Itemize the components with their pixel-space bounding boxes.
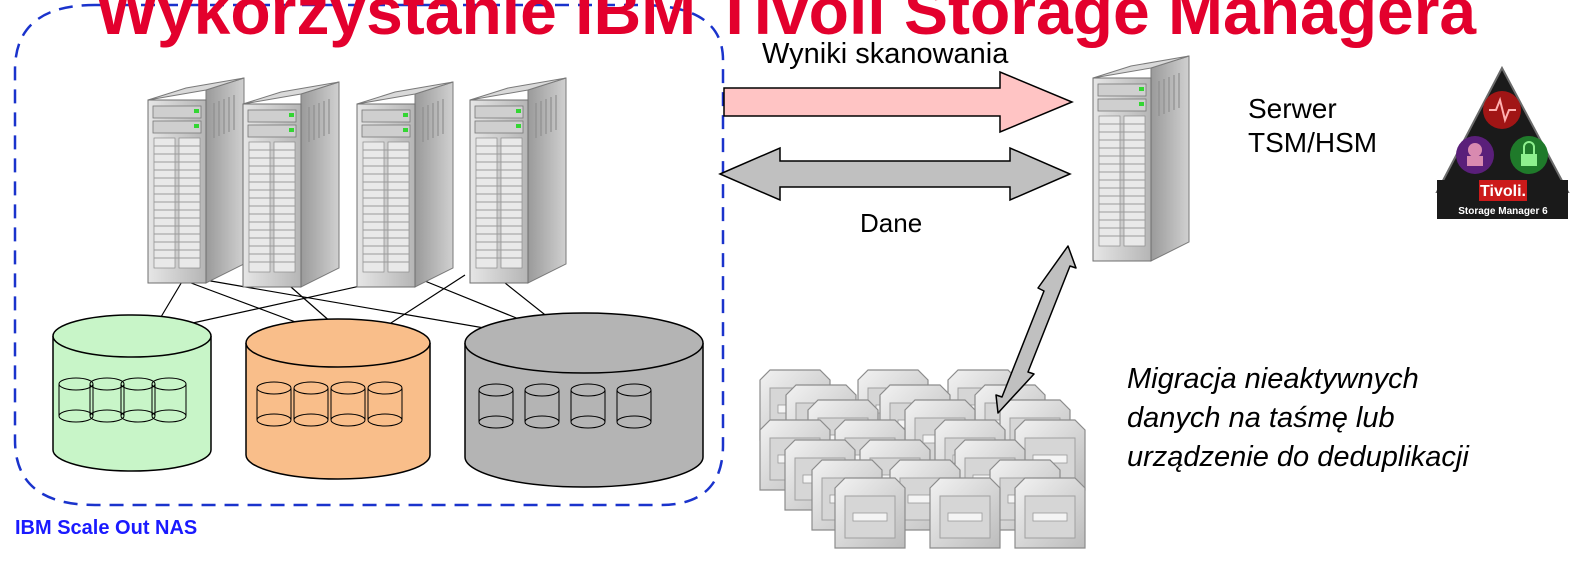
tivoli-logo: Tivoli. Storage Manager 6 (1435, 65, 1570, 219)
disk-array-orange-icon (245, 318, 431, 480)
tivoli-logo-product: Storage Manager 6 (1458, 206, 1548, 217)
cluster-server-icon (356, 81, 454, 288)
tivoli-logo-brand: Tivoli. (1480, 183, 1526, 200)
migration-line2: danych na taśmę lub (1127, 402, 1395, 434)
data-arrow (718, 146, 1072, 202)
tsm-server-label: Serwer TSM/HSM (1248, 92, 1377, 160)
cluster-boundary (13, 3, 725, 507)
cluster-server-icon (147, 77, 245, 284)
cluster-server-icon (242, 81, 340, 288)
data-label: Dane (860, 208, 923, 238)
migration-line3: urządzenie do deduplikacji (1127, 441, 1469, 473)
scan-results-arrow (723, 70, 1074, 134)
cluster-label: IBM Scale Out NAS (15, 517, 198, 539)
disk-array-green-icon (52, 314, 212, 472)
migration-line1: Migracja nieaktywnych (1127, 363, 1419, 395)
migration-label: Migracja nieaktywnych danych na taśmę lu… (1127, 360, 1469, 477)
disk-array-gray-icon (464, 312, 704, 488)
tsm-server-label-line1: Serwer (1248, 93, 1337, 124)
migration-arrow (995, 245, 1077, 414)
scan-results-label: Wyniki skanowania (762, 38, 1009, 70)
tsm-server-label-line2: TSM/HSM (1248, 127, 1378, 158)
cluster-server-icon (469, 77, 567, 284)
page-title: Wykorzystanie IBM Tivoli Storage Manager… (95, 0, 1477, 48)
tsm-server-icon (1092, 55, 1190, 262)
tape-library-icon (759, 369, 1086, 549)
